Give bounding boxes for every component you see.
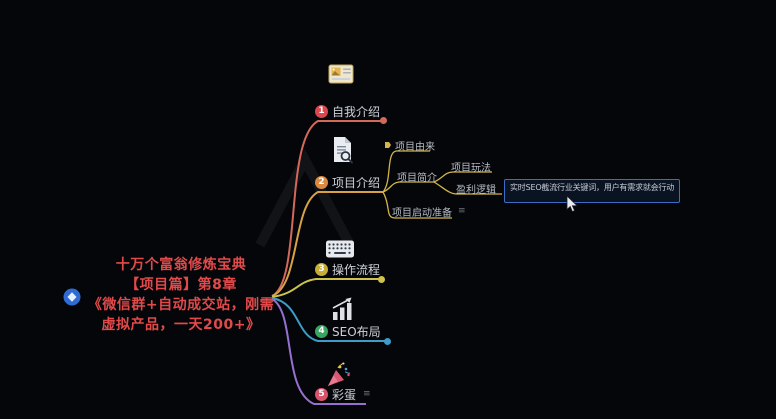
node-label: 操作流程 [332, 262, 381, 277]
subnode-label: 盈利逻辑 [456, 184, 496, 196]
subnode-label: 项目启动准备 [392, 207, 452, 219]
child-line-intro [382, 181, 434, 193]
subnode-project-play[interactable]: 项目玩法 [451, 160, 491, 174]
note-icon[interactable]: ≡ [458, 205, 466, 216]
subnode-profit-logic[interactable]: 盈利逻辑 [456, 182, 496, 196]
id-card-icon[interactable] [327, 62, 355, 88]
node-project-intro[interactable]: 2 项目介绍 [315, 174, 380, 190]
bar-chart-icon[interactable] [330, 296, 356, 322]
note-tooltip: 实时SEO截流行业关键词，用户有需求就会行动 [504, 179, 681, 203]
tag-icon [385, 142, 391, 148]
central-topic-line: 十万个富翁修炼宝典 [115, 257, 247, 273]
subnode-project-origin[interactable]: 项目由来 [384, 139, 435, 153]
central-topic-line: 虚拟产品，一天200+》 [101, 317, 261, 333]
central-topic-line: 【项目篇】第8章 [125, 277, 237, 293]
subnode-project-brief[interactable]: 项目简介 [397, 170, 437, 184]
mouse-cursor [566, 195, 578, 213]
priority-badge-5[interactable]: 5 [315, 387, 328, 401]
priority-badge-1[interactable]: 1 [315, 104, 328, 118]
subnode-label: 项目简介 [397, 172, 437, 184]
subnode-launch-prep[interactable]: 项目启动准备 ≡ [392, 205, 466, 219]
blue-gem-icon [63, 288, 81, 306]
priority-badge-2[interactable]: 2 [315, 175, 328, 189]
node-process[interactable]: 3 操作流程 [315, 261, 380, 277]
subnode-label: 项目由来 [395, 141, 435, 153]
node-label: 自我介绍 [332, 104, 381, 119]
document-search-icon[interactable] [332, 136, 354, 164]
branch-end-marker [380, 117, 387, 124]
keyboard-icon[interactable] [325, 239, 355, 259]
node-label: 彩蛋 [332, 387, 357, 402]
priority-badge-3[interactable]: 3 [315, 262, 328, 276]
central-topic-line: 《微信群+自动成交站，刚需 [87, 297, 275, 313]
node-self-intro[interactable]: 1 自我介绍 [315, 103, 380, 119]
subnode-label: 项目玩法 [451, 162, 491, 174]
summary-icon[interactable]: ≡ [363, 388, 371, 399]
branch-end-marker [384, 338, 391, 345]
branch-line-process [271, 278, 382, 298]
node-label: SEO布局 [332, 324, 381, 339]
node-easter-egg[interactable]: 5 彩蛋 ≡ [315, 386, 371, 402]
node-seo-layout[interactable]: 4 SEO布局 [315, 323, 381, 339]
priority-badge-4[interactable]: 4 [315, 324, 328, 338]
central-topic[interactable]: 十万个富翁修炼宝典 【项目篇】第8章 《微信群+自动成交站，刚需 虚拟产品，一天… [85, 255, 277, 335]
node-label: 项目介绍 [332, 175, 381, 190]
branch-end-marker [378, 276, 385, 283]
party-popper-icon[interactable] [325, 362, 353, 388]
